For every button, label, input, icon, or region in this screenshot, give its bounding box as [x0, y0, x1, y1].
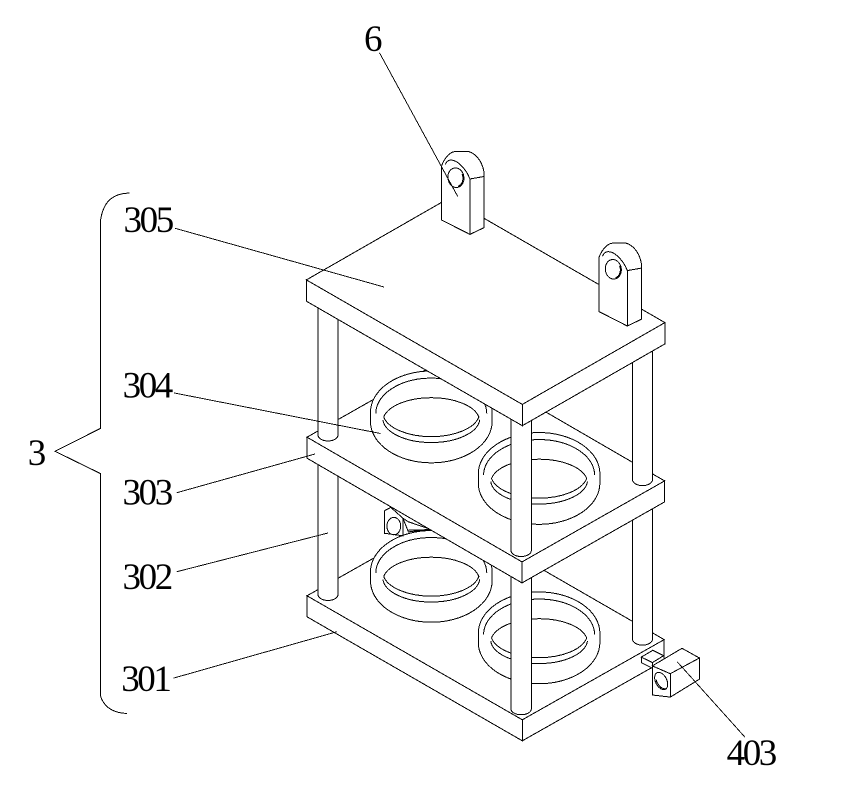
svg-text:303: 303 [123, 473, 173, 514]
svg-text:305: 305 [124, 200, 174, 241]
svg-text:301: 301 [121, 659, 170, 700]
svg-text:302: 302 [123, 557, 172, 598]
svg-text:6: 6 [364, 19, 382, 60]
svg-text:3: 3 [28, 433, 46, 474]
svg-text:403: 403 [727, 733, 777, 774]
svg-text:304: 304 [123, 366, 173, 407]
